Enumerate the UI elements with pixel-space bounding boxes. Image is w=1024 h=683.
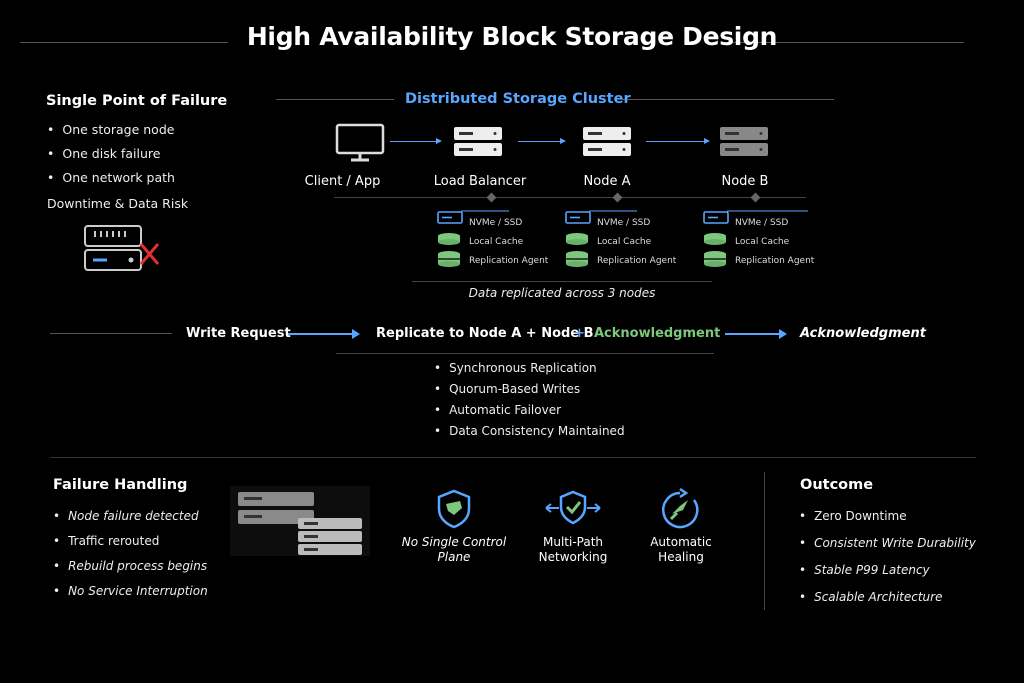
node-label-a: Node A xyxy=(583,174,631,189)
cache-icon xyxy=(438,233,460,245)
load-balancer-icon xyxy=(454,127,502,156)
nvme-icon xyxy=(565,210,637,224)
flow-arrow xyxy=(390,138,442,144)
healing-icon xyxy=(662,488,699,529)
component-stack-icons xyxy=(703,210,808,267)
title-rule-left xyxy=(20,42,228,43)
node-label-b: Node B xyxy=(721,174,769,189)
component-label: Local Cache xyxy=(469,237,524,247)
caption-rule xyxy=(412,281,712,282)
server-rack-icon xyxy=(230,486,370,556)
flow-divider xyxy=(336,353,714,354)
title-rule-right xyxy=(724,42,964,43)
spof-item: One storage node xyxy=(47,122,174,137)
outcome-item: Zero Downtime xyxy=(799,509,907,523)
shield-icon xyxy=(437,489,471,529)
divider-marker xyxy=(750,192,761,203)
outcome-divider xyxy=(764,472,765,610)
node-b-server-icon xyxy=(720,127,768,156)
component-label: NVMe / SSD xyxy=(469,218,523,228)
section-divider xyxy=(50,457,976,458)
cluster-rule-left xyxy=(276,99,394,100)
component-label: NVMe / SSD xyxy=(597,218,651,228)
divider-marker xyxy=(486,192,497,203)
component-label: Replication Agent xyxy=(597,256,677,266)
replication-icon xyxy=(438,251,460,267)
component-label: Replication Agent xyxy=(735,256,815,266)
replication-icon xyxy=(566,251,588,267)
cluster-divider xyxy=(334,197,806,198)
node-a-server-icon xyxy=(583,127,631,156)
flow-feature: Automatic Failover xyxy=(434,403,561,417)
flow-feature: Synchronous Replication xyxy=(434,361,597,375)
flow-arrow xyxy=(518,138,566,144)
failure-item: Rebuild process begins xyxy=(53,559,207,573)
failure-heading: Failure Handling xyxy=(53,477,188,493)
spof-item: One disk failure xyxy=(47,146,160,161)
cluster-rule-right xyxy=(622,99,834,100)
component-stack-icons xyxy=(565,210,637,267)
outcome-item: Scalable Architecture xyxy=(799,590,942,604)
component-label: Replication Agent xyxy=(469,256,549,266)
monitor-icon xyxy=(335,123,385,162)
component-label: Local Cache xyxy=(735,237,790,247)
flow-feature: Quorum-Based Writes xyxy=(434,382,580,396)
cache-icon xyxy=(566,233,588,245)
flow-rule-left xyxy=(50,333,172,334)
ack-green-label: Acknowledgment xyxy=(594,326,721,341)
spof-item: One network path xyxy=(47,170,175,185)
replication-caption: Data replicated across 3 nodes xyxy=(468,286,656,300)
page-title: High Availability Block Storage Design xyxy=(246,22,778,51)
cache-icon xyxy=(704,233,726,245)
replication-icon xyxy=(704,251,726,267)
ack-arrow xyxy=(725,329,787,339)
outcome-heading: Outcome xyxy=(800,477,874,493)
replicate-label: Replicate to Node A + Node B xyxy=(376,326,594,341)
divider-marker xyxy=(612,192,623,203)
spof-risk: Downtime & Data Risk xyxy=(47,196,189,211)
node-label-client: Client / App xyxy=(304,174,381,189)
failed-server-icon xyxy=(84,225,160,271)
outcome-item: Consistent Write Durability xyxy=(799,536,976,550)
network-shield-icon xyxy=(545,490,601,525)
flow-arrow xyxy=(646,138,710,144)
nvme-icon xyxy=(703,210,808,224)
plus-sign: + xyxy=(574,326,585,341)
ack-final-label: Acknowledgment xyxy=(800,326,926,341)
cluster-heading: Distributed Storage Cluster xyxy=(405,91,631,107)
component-label: NVMe / SSD xyxy=(735,218,789,228)
node-label-lb: Load Balancer xyxy=(433,174,527,189)
flow-feature: Data Consistency Maintained xyxy=(434,424,624,438)
component-stack-icons xyxy=(437,210,509,267)
component-label: Local Cache xyxy=(597,237,652,247)
write-arrow xyxy=(288,329,360,339)
failure-item: No Service Interruption xyxy=(53,584,208,598)
write-request-label: Write Request xyxy=(186,326,291,341)
outcome-item: Stable P99 Latency xyxy=(799,563,930,577)
failure-item: Node failure detected xyxy=(53,509,199,523)
nvme-icon xyxy=(437,210,509,224)
spof-heading: Single Point of Failure xyxy=(46,93,228,109)
failure-item: Traffic rerouted xyxy=(53,534,159,548)
